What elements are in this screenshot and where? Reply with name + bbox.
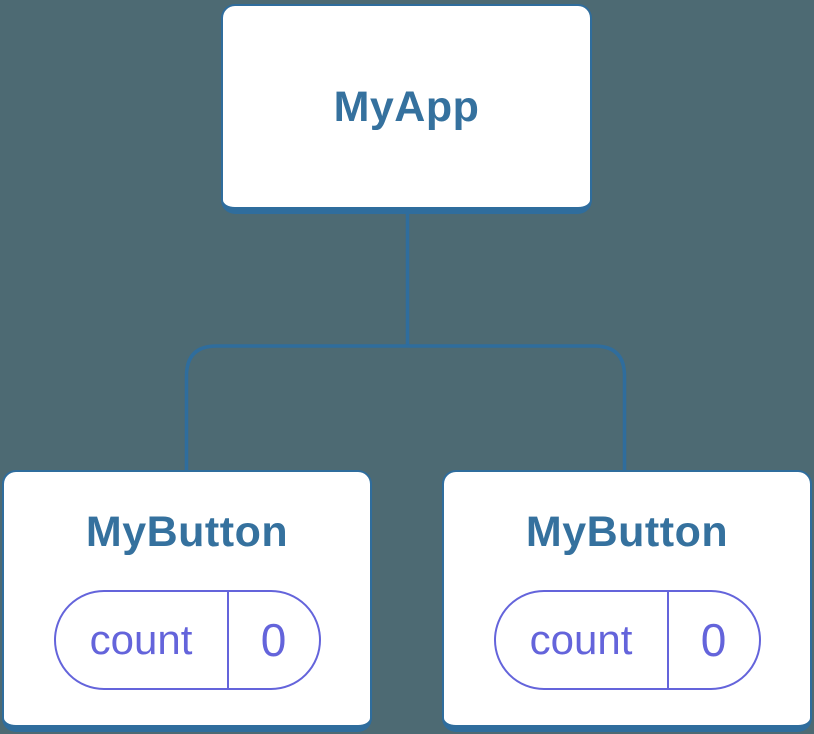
component-label-myapp: MyApp [333,82,480,131]
state-name-left: count [56,592,229,688]
component-box-mybutton-right: MyButton count 0 [442,470,812,732]
state-value-left: 0 [260,614,287,666]
component-box-myapp: MyApp [221,4,592,214]
component-label-mybutton-left: MyButton [85,508,289,556]
state-name-right: count [496,592,669,688]
component-label-mybutton-right: MyButton [525,508,729,556]
state-value-right: 0 [700,614,727,666]
state-pill-left: count 0 [53,590,321,690]
connector-branch [184,344,627,472]
component-box-mybutton-left: MyButton count 0 [2,470,372,732]
state-pill-right: count 0 [493,590,761,690]
